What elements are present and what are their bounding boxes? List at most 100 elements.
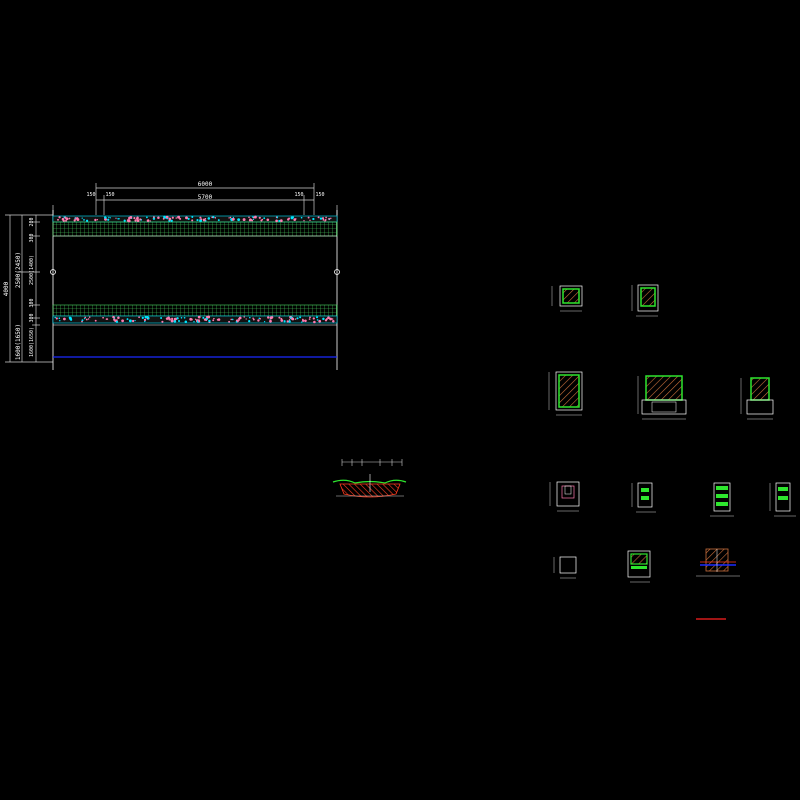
dim-total-width: 6000 — [198, 181, 213, 188]
lower-band — [52, 304, 338, 326]
aggregate-dot — [330, 217, 332, 220]
aggregate-dot — [332, 319, 335, 323]
dim-d4: 300 — [29, 298, 35, 307]
aggregate-dot — [252, 218, 255, 221]
aggregate-dot — [309, 219, 311, 222]
aggregate-dot — [102, 316, 104, 319]
aggregate-dot — [161, 320, 164, 323]
aggregate-dot — [203, 318, 207, 321]
aggregate-dot — [275, 219, 278, 223]
aggregate-dot — [267, 316, 270, 319]
aggregate-dot — [166, 217, 168, 220]
aggregate-dot — [217, 219, 220, 222]
aggregate-dot — [235, 321, 238, 323]
aggregate-dot — [165, 317, 169, 320]
aggregate-dot — [183, 316, 186, 319]
aggregate-dot — [253, 216, 255, 219]
aggregate-dot — [83, 219, 85, 221]
aggregate-dot — [115, 320, 119, 323]
aggregate-dot — [197, 315, 201, 319]
aggregate-dot — [112, 315, 115, 319]
dim-d5: 300 — [29, 313, 35, 322]
aggregate-dot — [85, 219, 89, 222]
aggregate-dot — [292, 318, 295, 321]
aggregate-dot — [105, 318, 108, 320]
aggregate-dot — [304, 319, 307, 323]
aggregate-dot — [312, 217, 315, 221]
aggregate-dot — [316, 319, 319, 321]
aggregate-dot — [170, 319, 174, 323]
dim-right-b: 150 — [315, 192, 324, 198]
section-detail-5 — [740, 377, 774, 420]
aggregate-dot — [280, 319, 284, 322]
aggregate-dot — [229, 216, 232, 219]
aggregate-dot — [252, 317, 254, 319]
dim-right-a: 150 — [294, 192, 303, 198]
aggregate-dot — [287, 218, 290, 221]
aggregate-dot — [184, 320, 188, 323]
aggregate-dot — [263, 320, 266, 323]
aggregate-dot — [288, 319, 291, 321]
aggregate-dot — [191, 219, 194, 222]
aggregate-dot — [179, 217, 182, 220]
aggregate-dot — [237, 218, 241, 222]
aggregate-dot — [245, 318, 247, 320]
aggregate-dot — [94, 218, 97, 222]
road-section-detail — [332, 459, 407, 498]
aggregate-dot — [252, 318, 255, 321]
aggregate-dot — [322, 218, 325, 221]
aggregate-dot — [292, 216, 295, 219]
upper-aggregate-dots — [57, 215, 332, 223]
aggregate-dot — [96, 219, 99, 221]
aggregate-dot — [327, 316, 330, 320]
aggregate-dot — [85, 318, 88, 321]
aggregate-dot — [138, 316, 140, 319]
aggregate-dot — [294, 318, 297, 320]
aggregate-dot — [121, 319, 124, 323]
aggregate-dot — [191, 216, 194, 218]
aggregate-dot — [315, 316, 319, 319]
aggregate-dot — [296, 317, 299, 320]
aggregate-dot — [299, 316, 302, 319]
aggregate-dot — [313, 320, 316, 324]
aggregate-dot — [66, 218, 69, 221]
aggregate-dot — [238, 316, 242, 320]
dim-left-a: 150 — [86, 192, 95, 198]
aggregate-dot — [116, 319, 118, 321]
aggregate-dot — [171, 216, 174, 219]
aggregate-dot — [207, 217, 211, 220]
aggregate-dot — [58, 216, 61, 219]
aggregate-dot — [94, 319, 97, 322]
aggregate-dot — [283, 320, 286, 323]
aggregate-dot — [189, 317, 193, 321]
aggregate-dot — [248, 219, 252, 222]
aggregate-dot — [248, 216, 250, 219]
section-detail-11 — [627, 550, 651, 583]
aggregate-dot — [107, 218, 110, 221]
aggregate-dot — [176, 317, 179, 320]
aggregate-dot — [293, 218, 296, 221]
aggregate-dot — [232, 216, 235, 219]
aggregate-dot — [88, 316, 91, 318]
aggregate-dot — [171, 317, 174, 320]
aggregate-dot — [248, 319, 251, 323]
aggregate-dot — [152, 216, 155, 219]
top-dimensions — [52, 183, 338, 215]
section-detail-3 — [548, 371, 583, 416]
aggregate-dot — [309, 316, 311, 319]
aggregate-dot — [228, 217, 230, 219]
dim-d1: 200 — [29, 217, 35, 226]
aggregate-dot — [81, 217, 83, 219]
aggregate-dot — [163, 215, 166, 219]
aggregate-dot — [208, 319, 211, 323]
aggregate-dot — [193, 321, 195, 323]
aggregate-dot — [321, 217, 325, 220]
aggregate-dot — [146, 317, 149, 320]
aggregate-dot — [258, 317, 261, 320]
section-detail-12 — [696, 548, 740, 577]
aggregate-dot — [146, 316, 149, 318]
aggregate-dot — [157, 216, 160, 219]
aggregate-dot — [263, 217, 266, 220]
aggregate-dot — [170, 219, 173, 222]
